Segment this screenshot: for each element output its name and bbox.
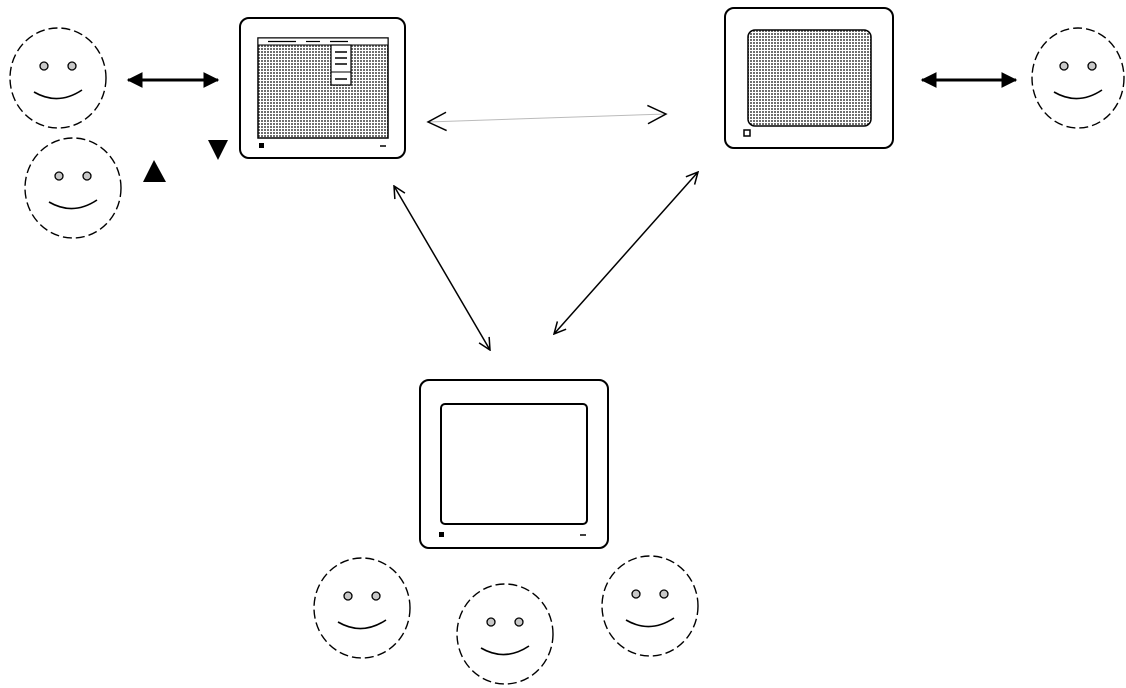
dropdown-menu-icon <box>330 44 352 86</box>
user-left-waiting-smiley-icon <box>24 137 122 239</box>
arrow-computer-top-left-to-top-right <box>426 104 668 132</box>
user-top-left-smiley-icon <box>9 27 107 129</box>
arrow-computer-top-left-to-bottom <box>394 186 490 350</box>
user-bottom-left-smiley-icon <box>313 557 411 659</box>
computer-bottom <box>419 379 609 549</box>
pointer-triangle-icon <box>143 160 166 182</box>
computer-top-right <box>724 7 894 149</box>
computer-top-left <box>239 17 406 159</box>
user-bottom-right-smiley-icon <box>601 555 699 657</box>
arrow-computer-top-right-to-bottom <box>554 172 698 334</box>
pointer-triangle-icon <box>208 140 228 160</box>
user-bottom-center-smiley-icon <box>456 583 554 685</box>
user-top-right-smiley-icon <box>1031 27 1125 129</box>
